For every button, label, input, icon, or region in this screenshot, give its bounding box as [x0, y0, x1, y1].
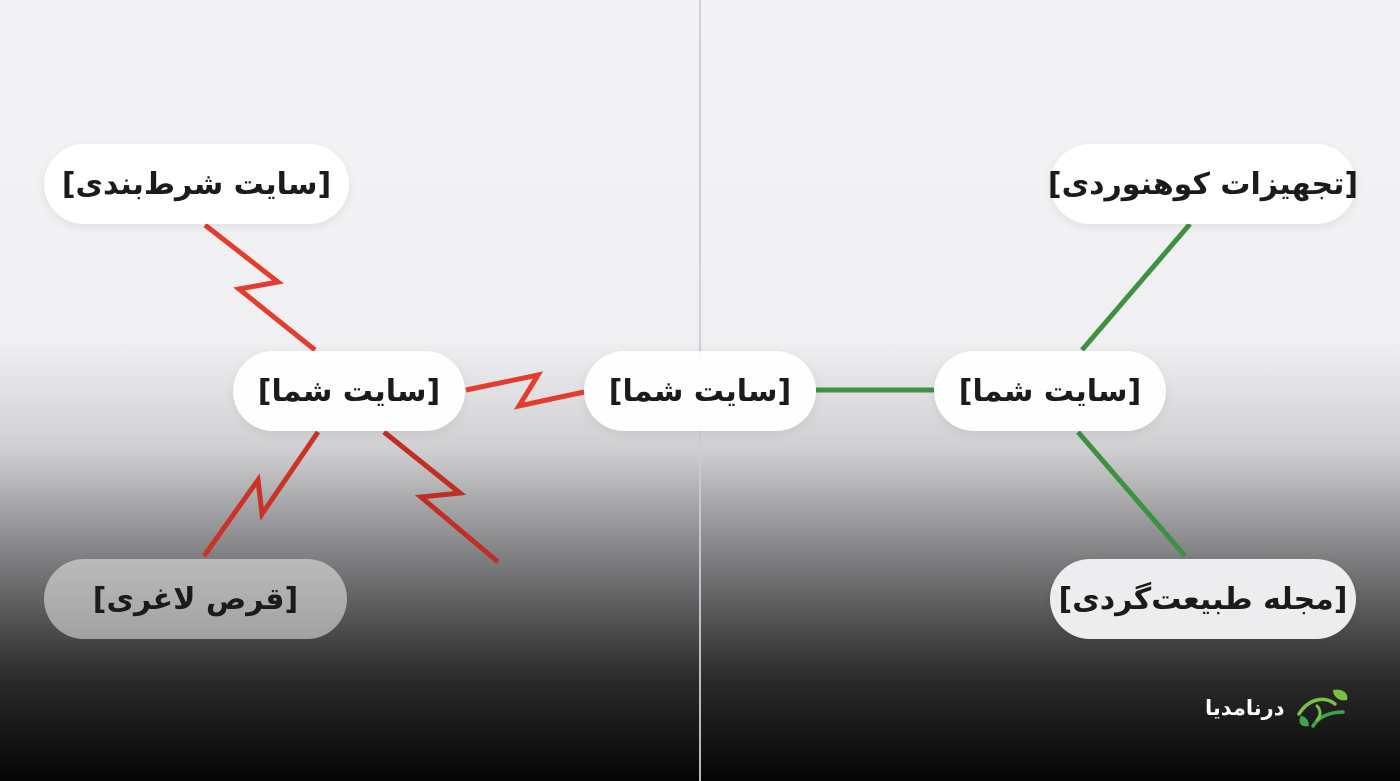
diet-pill-node: [قرص لاغری] [44, 559, 347, 639]
good-link-right-to-hiking [1080, 222, 1192, 352]
bad-link-left-to-center [465, 371, 585, 410]
good-link-right-to-magazine [1076, 430, 1187, 558]
hiking-gear-node: [تجهیزات کوهنوردی] [1048, 144, 1358, 224]
bad-link-site-to-downward [382, 430, 500, 564]
bad-link-site-to-pill [201, 430, 321, 558]
bet-site-node: [سایت شرط‌بندی] [44, 144, 349, 224]
your-site-left-node: [سایت شما] [233, 351, 465, 431]
brand-logo: درنامدیا [1205, 682, 1355, 734]
nature-magazine-node: [مجله طبیعت‌گردی] [1050, 559, 1356, 639]
your-site-center-node: [سایت شما] [584, 351, 816, 431]
brand-name: درنامدیا [1205, 696, 1285, 720]
your-site-right-node: [سایت شما] [934, 351, 1166, 431]
leaf-icon [1296, 689, 1347, 728]
bad-link-bet-to-site [203, 223, 317, 352]
